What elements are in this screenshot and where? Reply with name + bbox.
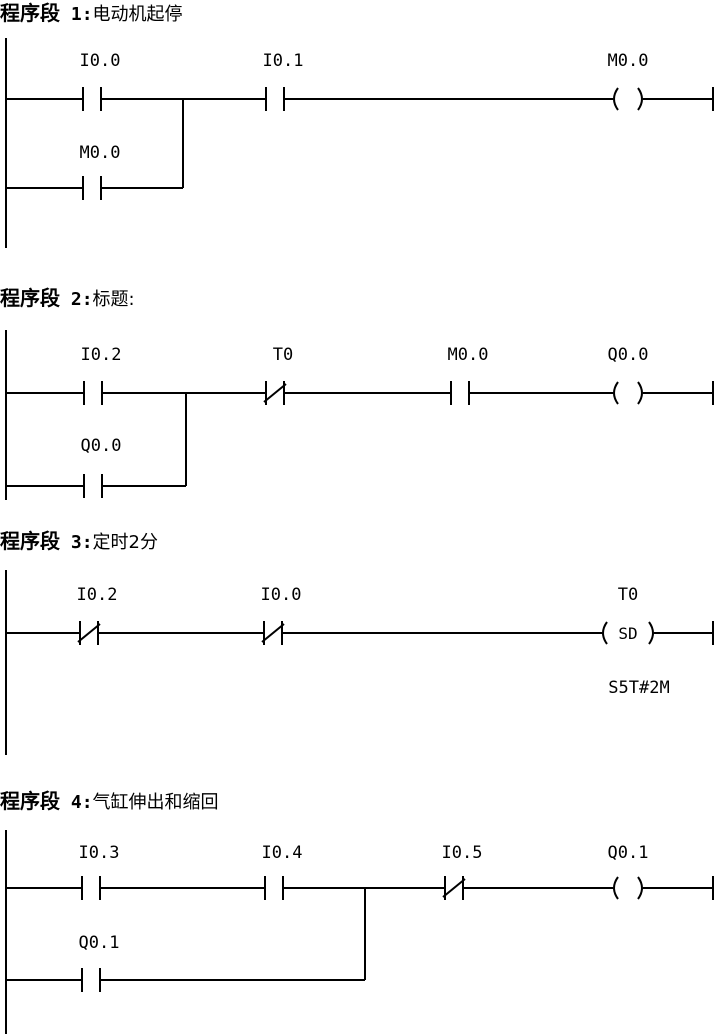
timer-parameter: S5T#2M: [608, 678, 669, 698]
contact-address: I0.2: [81, 345, 122, 365]
contact-slash: [442, 878, 466, 898]
coil-address: Q0.1: [608, 843, 649, 863]
network-title: 程序段 1:电动机起停: [0, 1, 183, 25]
nc-contact: [442, 876, 466, 900]
contact-address: I0.4: [262, 843, 303, 863]
network-title-text: 标题:: [93, 289, 135, 310]
network-prefix: 程序段: [0, 1, 60, 25]
branch-contact-address: Q0.0: [81, 436, 122, 456]
network-prefix: 程序段: [0, 789, 60, 813]
no-contact: [450, 381, 470, 405]
contact-address: M0.0: [448, 345, 489, 365]
coil-left-arc: [613, 87, 619, 111]
no-contact: [81, 968, 101, 992]
output-coil: SD: [602, 621, 654, 645]
contact-address: I0.0: [261, 585, 302, 605]
network-prefix: 程序段: [0, 529, 60, 553]
title-gap: [60, 289, 71, 310]
title-gap: [60, 532, 71, 553]
no-contact: [82, 87, 102, 111]
network-number: 1: [71, 4, 82, 25]
branch-contact-address: M0.0: [80, 143, 121, 163]
no-contact: [265, 87, 285, 111]
network-number: 2: [71, 289, 82, 310]
contact-slash: [263, 383, 287, 403]
title-gap: [60, 4, 71, 25]
title-gap: [60, 792, 71, 813]
network-separator: :: [82, 289, 93, 310]
contact-address: I0.1: [263, 51, 304, 71]
output-coil: [613, 876, 643, 900]
coil-right-arc: [648, 621, 654, 645]
network-title-text: 电动机起停: [93, 4, 183, 25]
network-title: 程序段 2:标题:: [0, 286, 135, 310]
contact-address: I0.3: [79, 843, 120, 863]
coil-right-arc: [637, 876, 643, 900]
network-number: 4: [71, 792, 82, 813]
coil-address: Q0.0: [608, 345, 649, 365]
nc-contact: [263, 381, 287, 405]
network-separator: :: [82, 4, 93, 25]
no-contact: [264, 876, 284, 900]
network-title: 程序段 3:定时2分: [0, 529, 158, 553]
network-title-text: 定时2分: [93, 532, 158, 553]
coil-left-arc: [613, 381, 619, 405]
contact-address: I0.2: [77, 585, 118, 605]
contact-slash: [77, 623, 101, 643]
network-prefix: 程序段: [0, 286, 60, 310]
output-coil: [613, 381, 643, 405]
coil-right-arc: [637, 87, 643, 111]
contact-address: I0.0: [80, 51, 121, 71]
contact-slash: [261, 623, 285, 643]
contact-address: I0.5: [442, 843, 483, 863]
no-contact: [82, 176, 102, 200]
no-contact: [83, 474, 103, 498]
network-separator: :: [82, 792, 93, 813]
network-title-text: 气缸伸出和缩回: [93, 791, 219, 813]
network-title: 程序段 4:气缸伸出和缩回: [0, 789, 219, 813]
contact-address: T0: [273, 345, 293, 365]
nc-contact: [77, 621, 101, 645]
network-separator: :: [82, 532, 93, 553]
branch-contact-address: Q0.1: [79, 933, 120, 953]
coil-left-arc: [613, 876, 619, 900]
coil-address: T0: [618, 585, 638, 605]
coil-address: M0.0: [608, 51, 649, 71]
coil-symbol: SD: [618, 624, 637, 643]
coil-right-arc: [637, 381, 643, 405]
nc-contact: [261, 621, 285, 645]
no-contact: [83, 381, 103, 405]
no-contact: [81, 876, 101, 900]
output-coil: [613, 87, 643, 111]
coil-left-arc: [602, 621, 608, 645]
network-number: 3: [71, 532, 82, 553]
